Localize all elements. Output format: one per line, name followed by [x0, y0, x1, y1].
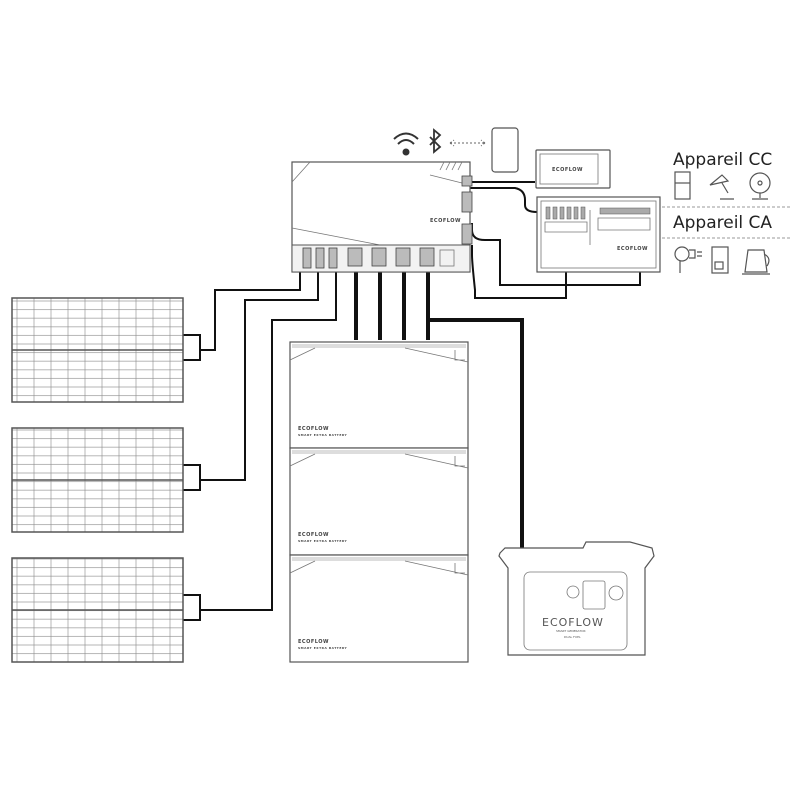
hub-logo: ECOFLOW — [430, 218, 461, 224]
ac-devices-label: Appareil CA — [673, 213, 773, 233]
smart-generator: ECOFLOW SMART GENERATOR DUAL FUEL — [498, 541, 655, 656]
bluetooth-icon — [429, 128, 442, 154]
wifi-icon — [393, 132, 419, 156]
power-hub: ECOFLOW — [291, 161, 473, 273]
generator-logo: ECOFLOW — [542, 616, 604, 629]
panel-logo: ECOFLOW — [617, 246, 648, 252]
battery-subtitle: SMART EXTRA BATTERY — [298, 539, 348, 543]
distribution-panel: ECOFLOW — [536, 196, 661, 273]
battery-subtitle: SMART EXTRA BATTERY — [298, 433, 348, 437]
extra-battery: ECOFLOW SMART EXTRA BATTERY — [289, 554, 469, 663]
lamp-icon — [709, 174, 734, 200]
solar-panel — [11, 557, 184, 663]
smart-monitor: ECOFLOW — [535, 149, 611, 189]
monitor-logo: ECOFLOW — [552, 167, 583, 173]
solar-panel — [11, 297, 184, 403]
extra-battery: ECOFLOW SMART EXTRA BATTERY — [289, 447, 469, 556]
generator-subtitle: SMART GENERATOR — [556, 629, 586, 633]
fan-icon — [749, 172, 771, 200]
kettle-icon — [742, 249, 770, 275]
cables — [183, 181, 641, 621]
battery-logo: ECOFLOW — [298, 532, 329, 538]
generator-badge: DUAL FUEL — [564, 635, 581, 639]
sync-arrow-icon — [449, 139, 486, 147]
solar-panel — [11, 427, 184, 533]
fridge-icon — [674, 171, 691, 200]
dc-devices-label: Appareil CC — [673, 150, 773, 170]
battery-logo: ECOFLOW — [298, 426, 329, 432]
smartphone-icon — [491, 127, 519, 173]
battery-logo: ECOFLOW — [298, 639, 329, 645]
hair-dryer-icon — [674, 246, 702, 273]
coffee-maker-icon — [711, 246, 729, 274]
extra-battery: ECOFLOW SMART EXTRA BATTERY — [289, 341, 469, 449]
battery-subtitle: SMART EXTRA BATTERY — [298, 646, 348, 650]
